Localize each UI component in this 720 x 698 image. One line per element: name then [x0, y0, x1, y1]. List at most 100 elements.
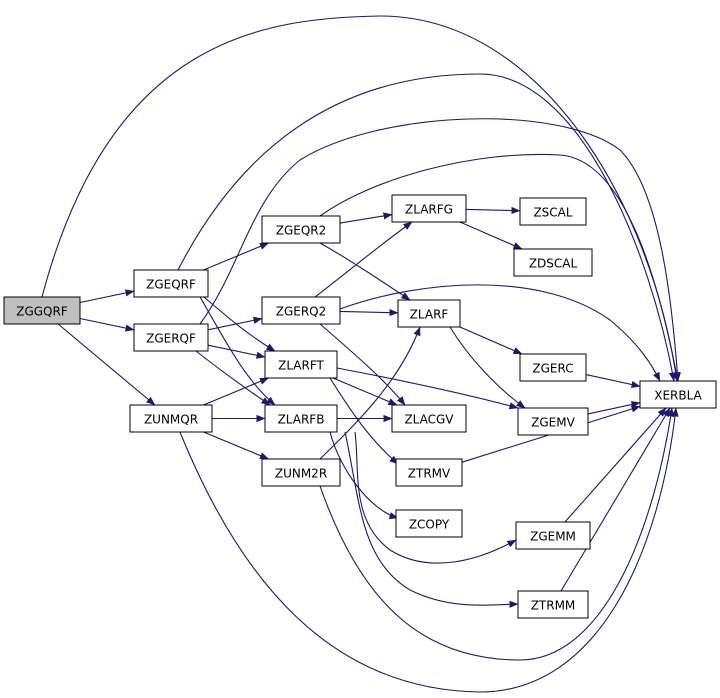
node-label: ZLACGV	[404, 413, 454, 427]
node-box[interactable]	[395, 509, 463, 538]
node-box[interactable]	[517, 407, 589, 436]
edge-zlarfb-to-ztrmm	[344, 431, 519, 608]
node-label: ZLARFT	[278, 359, 324, 373]
edge-zgerqf-to-zlarfb	[195, 350, 271, 406]
node-label: ZDSCAL	[529, 257, 578, 271]
node-box[interactable]	[261, 296, 341, 325]
edge-zgeqrf-to-zlarft	[203, 296, 276, 352]
edge-zgeqr2-to-zlarf	[319, 242, 411, 301]
node-zgerc[interactable]: ZGERC	[519, 353, 587, 382]
node-label: ZGEQR2	[276, 224, 327, 238]
edge-zunmqr-to-zunm2r	[203, 431, 269, 460]
edge-zlarft-to-ztrmv	[329, 377, 399, 465]
edge-layer	[41, 15, 681, 693]
node-zdscal[interactable]: ZDSCAL	[513, 248, 593, 277]
edge-zlarf-to-zgemv	[449, 326, 526, 409]
node-box[interactable]	[3, 296, 81, 325]
node-ztrmm[interactable]: ZTRMM	[517, 590, 589, 619]
edge-zlarfb-to-zgemm	[354, 431, 517, 564]
node-zgeqr2[interactable]: ZGEQR2	[261, 215, 341, 244]
node-label: ZGEMM	[530, 530, 576, 544]
node-ztrmv[interactable]: ZTRMV	[395, 458, 463, 487]
node-label: ZCOPY	[409, 518, 450, 532]
node-label: XERBLA	[654, 389, 702, 403]
edge-zgerqf-to-zgerq2	[207, 316, 263, 331]
node-zlarf[interactable]: ZLARF	[397, 299, 461, 328]
node-label: ZUNM2R	[275, 467, 327, 481]
node-zscal[interactable]: ZSCAL	[519, 197, 587, 226]
edge-zlarft-to-zgemv	[336, 367, 519, 410]
node-zlarfg[interactable]: ZLARFG	[391, 194, 467, 223]
edge-zlarft-to-zlacgv	[332, 377, 398, 406]
node-box[interactable]	[261, 215, 341, 244]
node-zggqrf[interactable]: ZGGQRF	[3, 296, 81, 325]
node-box[interactable]	[129, 404, 213, 433]
node-label: ZGERC	[532, 362, 573, 376]
node-label: ZSCAL	[533, 206, 572, 220]
node-label: ZGGQRF	[16, 305, 68, 319]
node-zunm2r[interactable]: ZUNM2R	[261, 458, 341, 487]
edge-zgerq2-to-zlacgv	[319, 323, 406, 406]
node-xerbla[interactable]: XERBLA	[639, 380, 717, 409]
node-box[interactable]	[391, 404, 467, 433]
node-label: ZLARFB	[278, 413, 325, 427]
node-zlarft[interactable]: ZLARFT	[264, 350, 338, 379]
node-label: ZUNMQR	[144, 413, 198, 427]
node-label: ZLARF	[410, 308, 449, 322]
node-zlarfb[interactable]: ZLARFB	[264, 404, 338, 433]
edge-zggqrf-to-zgerqf	[79, 317, 135, 332]
node-label: ZGEQRF	[146, 278, 196, 292]
node-box[interactable]	[264, 350, 338, 379]
node-box[interactable]	[261, 458, 341, 487]
node-box[interactable]	[519, 197, 587, 226]
node-zgemm[interactable]: ZGEMM	[515, 521, 591, 550]
edge-zgeqrf-to-xerbla	[177, 73, 676, 382]
node-zgemv[interactable]: ZGEMV	[517, 407, 589, 436]
node-box[interactable]	[264, 404, 338, 433]
edge-zgerq2-to-zlarf	[339, 308, 399, 317]
node-label: ZLARFG	[405, 203, 453, 217]
edge-zgerc-to-xerbla	[585, 374, 641, 389]
node-box[interactable]	[395, 458, 463, 487]
node-box[interactable]	[517, 590, 589, 619]
node-box[interactable]	[639, 380, 717, 409]
edge-zgeqrf-to-zgeqr2	[203, 242, 269, 271]
edge-zgeqr2-to-zlarfg	[339, 212, 393, 224]
edge-zgerqf-to-xerbla	[199, 118, 681, 382]
edge-zggqrf-to-zunmqr	[57, 323, 156, 406]
edge-zgeqr2-to-xerbla	[319, 153, 680, 382]
node-box[interactable]	[397, 299, 461, 328]
node-zgeqrf[interactable]: ZGEQRF	[133, 269, 209, 298]
node-box[interactable]	[391, 194, 467, 223]
node-box[interactable]	[519, 353, 587, 382]
edge-zunm2r-to-zlarf	[319, 326, 421, 460]
edge-zlarfb-to-zcopy	[329, 431, 399, 520]
node-label: ZGEMV	[531, 416, 575, 430]
node-zunmqr[interactable]: ZUNMQR	[129, 404, 213, 433]
node-box[interactable]	[513, 248, 593, 277]
edge-zgemm-to-xerbla	[564, 407, 667, 523]
node-zlacgv[interactable]: ZLACGV	[391, 404, 467, 433]
edge-zgemv-to-xerbla	[587, 400, 641, 415]
edge-zlarfg-to-zscal	[465, 206, 521, 215]
edge-zgerqf-to-zlarft	[207, 344, 266, 359]
node-label: ZTRMM	[531, 599, 576, 613]
edge-zgerq2-to-zlarfg	[314, 221, 413, 298]
node-label: ZGERQF	[146, 332, 196, 346]
edge-zggqrf-to-zgeqrf	[79, 289, 135, 304]
edge-zunmqr-to-zlarft	[203, 377, 269, 406]
node-zcopy[interactable]: ZCOPY	[395, 509, 463, 538]
node-box[interactable]	[133, 323, 209, 352]
edge-ztrmm-to-xerbla	[560, 407, 671, 592]
node-label: ZGERQ2	[276, 305, 327, 319]
edge-zunm2r-to-xerbla	[319, 407, 675, 661]
node-zgerq2[interactable]: ZGERQ2	[261, 296, 341, 325]
node-label: ZTRMV	[408, 467, 451, 481]
node-box[interactable]	[133, 269, 209, 298]
node-layer: ZGGQRFZGEQRFZGERQFZUNMQRZGEQR2ZGERQ2ZLAR…	[3, 194, 717, 619]
node-zgerqf[interactable]: ZGERQF	[133, 323, 209, 352]
node-box[interactable]	[515, 521, 591, 550]
edge-zunmqr-to-xerbla	[179, 407, 679, 693]
edge-zlarf-to-zgerc	[459, 326, 523, 355]
